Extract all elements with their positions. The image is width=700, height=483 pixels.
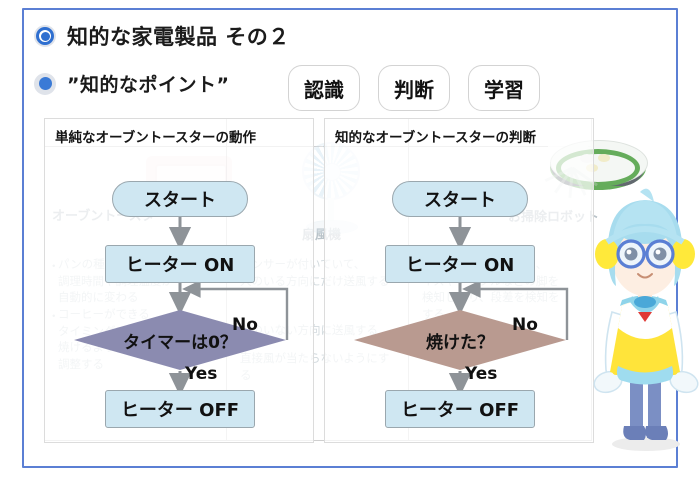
flow-node-decision-simple: タイマーは0？ xyxy=(73,309,287,371)
chip-learning-label: 学習 xyxy=(484,77,524,102)
page-title: 知的な家電製品 その２ xyxy=(67,25,290,49)
flowchart-panel-intelligent: 知的なオーブントースターの判断 スタート ヒーター ON 焼けた？ No Yes xyxy=(324,118,594,443)
chip-recognition[interactable]: 認識 xyxy=(288,65,360,111)
chip-recognition-label: 認識 xyxy=(304,77,344,102)
flow-node-heater-off-intelligent: ヒーター OFF xyxy=(385,390,535,428)
panel-title-intelligent: 知的なオーブントースターの判断 xyxy=(335,130,537,146)
flow-connectors-simple xyxy=(168,217,289,397)
flowchart-panel-simple: 単純なオーブントースターの動作 スタート ヒーター ON タイマーは0？ No … xyxy=(44,118,314,443)
flow-node-heater-off-intelligent-label: ヒーター OFF xyxy=(400,400,520,421)
edge-label-yes-intelligent: Yes xyxy=(465,364,498,384)
chip-judgment-label: 判断 xyxy=(394,77,434,102)
flow-node-start-intelligent: スタート xyxy=(392,181,528,217)
flow-node-heater-on-simple: ヒーター ON xyxy=(105,245,255,283)
flow-node-decision-simple-label: タイマーは0？ xyxy=(123,332,237,353)
flow-node-start-simple: スタート xyxy=(112,181,248,217)
chip-learning[interactable]: 学習 xyxy=(468,65,540,111)
flow-connectors-intelligent xyxy=(448,217,569,397)
flow-node-start-simple-label: スタート xyxy=(144,190,216,211)
flow-node-heater-on-intelligent-label: ヒーター ON xyxy=(405,255,515,276)
subheading-bullet-icon xyxy=(34,72,56,95)
flow-node-decision-intelligent: 焼けた？ xyxy=(353,309,567,371)
edge-label-yes-simple: Yes xyxy=(185,364,218,384)
heading-row: 知的な家電製品 その２ xyxy=(34,21,290,51)
flow-node-start-intelligent-label: スタート xyxy=(424,190,496,211)
flow-node-decision-intelligent-label: 焼けた？ xyxy=(426,332,494,353)
keyword-chip-row: 認識 判断 学習 xyxy=(288,65,540,111)
flow-node-heater-off-simple-label: ヒーター OFF xyxy=(120,400,240,421)
panel-title-simple: 単純なオーブントースターの動作 xyxy=(55,130,257,146)
subheading-row: ”知的なポイント” xyxy=(34,70,229,97)
chip-judgment[interactable]: 判断 xyxy=(378,65,450,111)
page-subtitle: ”知的なポイント” xyxy=(67,74,230,96)
flow-node-heater-on-simple-label: ヒーター ON xyxy=(125,255,235,276)
flow-node-heater-off-simple: ヒーター OFF xyxy=(105,390,255,428)
edge-label-no-simple: No xyxy=(232,315,258,335)
robot-girl-mascot xyxy=(593,188,699,451)
heading-bullet-icon xyxy=(34,25,56,47)
flow-node-heater-on-intelligent: ヒーター ON xyxy=(385,245,535,283)
edge-label-no-intelligent: No xyxy=(512,315,538,335)
